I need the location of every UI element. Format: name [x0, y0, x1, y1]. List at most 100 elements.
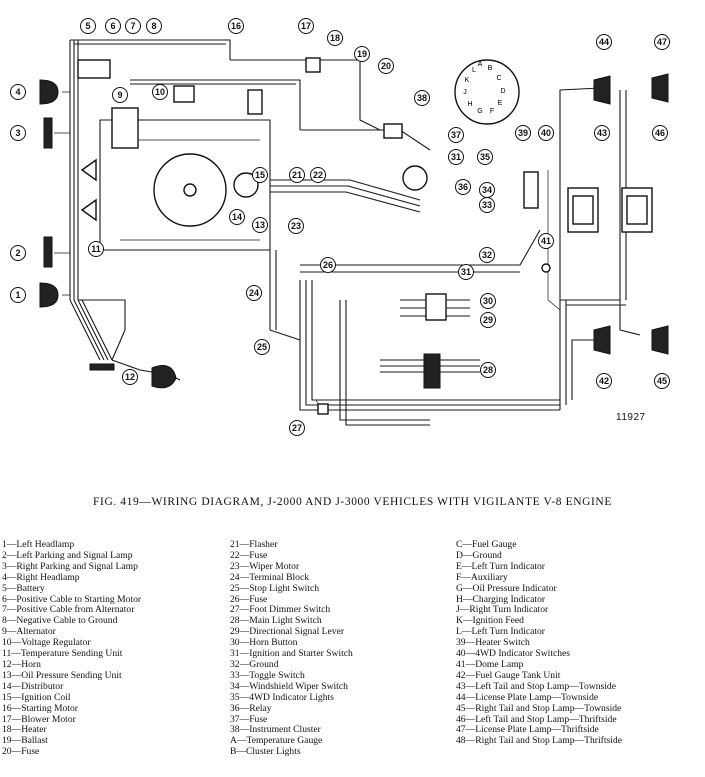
callout-circle	[105, 18, 121, 34]
callout-41: 41	[538, 233, 554, 249]
legend-entry: 33—Toggle Switch	[230, 669, 305, 681]
callout-18: 18	[327, 30, 343, 46]
heater-switch-shape	[383, 123, 403, 139]
callout-number: 3	[15, 128, 20, 138]
figure-number: 11927	[616, 412, 646, 423]
callout-5: 5	[80, 18, 96, 34]
engine-air-cleaner-center	[183, 183, 197, 197]
callout-circle	[654, 34, 670, 50]
callout-9: 9	[112, 87, 128, 103]
legend-entry: K—Ignition Feed	[456, 615, 524, 627]
callout-circle	[246, 285, 262, 301]
legend-entry: 47—License Plate Lamp—Thriftside	[456, 724, 599, 736]
left-tail-lamp-thriftside-shape	[651, 325, 669, 355]
wiring-harness	[54, 39, 641, 426]
connector-letter: B	[488, 65, 493, 72]
legend-entry: 24—Terminal Block	[230, 571, 309, 583]
callout-number: 10	[155, 87, 165, 97]
callout-20: 20	[378, 58, 394, 74]
callout-4: 4	[10, 84, 26, 100]
callout-number: 35	[480, 152, 490, 162]
callout-circle	[378, 58, 394, 74]
callout-15: 15	[252, 167, 268, 183]
starting-motor-shape	[247, 89, 263, 115]
legend-entry: 22—Fuse	[230, 549, 268, 561]
callout-39: 39	[515, 125, 531, 141]
callout-31: 31	[458, 264, 474, 280]
callout-number: 20	[381, 61, 391, 71]
connector-letter: J	[463, 89, 467, 96]
callout-number: 31	[451, 152, 461, 162]
callout-22: 22	[310, 167, 326, 183]
battery-shape	[77, 59, 111, 79]
callout-number: 37	[451, 130, 461, 140]
legend-entry: 3—Right Parking and Signal Lamp	[2, 560, 138, 572]
callout-circle	[252, 217, 268, 233]
connector-letter: E	[498, 100, 503, 107]
callout-16: 16	[228, 18, 244, 34]
license-lamp-thriftside-inner	[626, 195, 648, 225]
legend-entry: 40—4WD Indicator Switches	[456, 648, 571, 660]
callout-45: 45	[654, 373, 670, 389]
callout-17: 17	[298, 18, 314, 34]
callout-number: 9	[117, 90, 122, 100]
legend-entry: 39—Heater Switch	[456, 637, 530, 649]
callout-number: 2	[15, 248, 20, 258]
callout-number: 12	[125, 372, 135, 382]
callout-circle	[254, 339, 270, 355]
callout-number: 13	[255, 220, 265, 230]
callout-circle	[125, 18, 141, 34]
callout-number: 7	[130, 21, 135, 31]
callout-38: 38	[414, 90, 430, 106]
callout-40: 40	[538, 125, 554, 141]
callout-circle	[538, 125, 554, 141]
callout-1: 1	[10, 287, 26, 303]
legend-entry: 41—Dome Lamp	[456, 658, 524, 670]
callout-12: 12	[122, 369, 138, 385]
left-parking-lamp-shape	[43, 236, 53, 268]
callout-number: 1	[15, 290, 20, 300]
callout-number: 31	[461, 267, 471, 277]
legend-entry: 29—Directional Signal Lever	[230, 626, 345, 638]
callout-number: 30	[483, 296, 493, 306]
legend-entry: 25—Stop Light Switch	[230, 582, 320, 594]
legend-entry: 11—Temperature Sending Unit	[2, 648, 123, 660]
callout-21: 21	[289, 167, 305, 183]
callout-circle	[80, 18, 96, 34]
connector-letter: L	[472, 67, 476, 74]
callout-number: 29	[483, 315, 493, 325]
callout-number: 45	[657, 376, 667, 386]
legend-entry: F—Auxiliary	[456, 571, 508, 583]
connector-letter: G	[477, 108, 482, 115]
callout-number: 8	[151, 21, 156, 31]
callout-10: 10	[152, 84, 168, 100]
legend-entry: 14—Distributor	[2, 680, 64, 692]
callout-circle	[458, 264, 474, 280]
legend-entry: G—Oil Pressure Indicator	[456, 582, 557, 594]
callout-number: 47	[657, 37, 667, 47]
legend-entry: 17—Blower Motor	[2, 713, 76, 725]
callout-number: 14	[232, 212, 242, 222]
instrument-cluster-shape	[402, 165, 428, 191]
callout-circle	[310, 167, 326, 183]
callout-34: 34	[479, 182, 495, 198]
right-parking-lamp-shape	[43, 117, 53, 149]
callout-circle	[112, 87, 128, 103]
foot-dimmer-switch-shape	[317, 403, 329, 415]
callout-14: 14	[229, 209, 245, 225]
callout-7: 7	[125, 18, 141, 34]
callout-13: 13	[252, 217, 268, 233]
legend-entry: 36—Relay	[230, 702, 272, 714]
callout-circle	[252, 167, 268, 183]
callout-circle	[122, 369, 138, 385]
callout-number: 44	[599, 37, 609, 47]
callout-circle	[480, 312, 496, 328]
callout-30: 30	[480, 293, 496, 309]
callout-number: 5	[85, 21, 90, 31]
callout-circle	[10, 84, 26, 100]
callout-number: 24	[249, 288, 259, 298]
right-tail-lamp-thriftside-shape	[651, 73, 669, 103]
